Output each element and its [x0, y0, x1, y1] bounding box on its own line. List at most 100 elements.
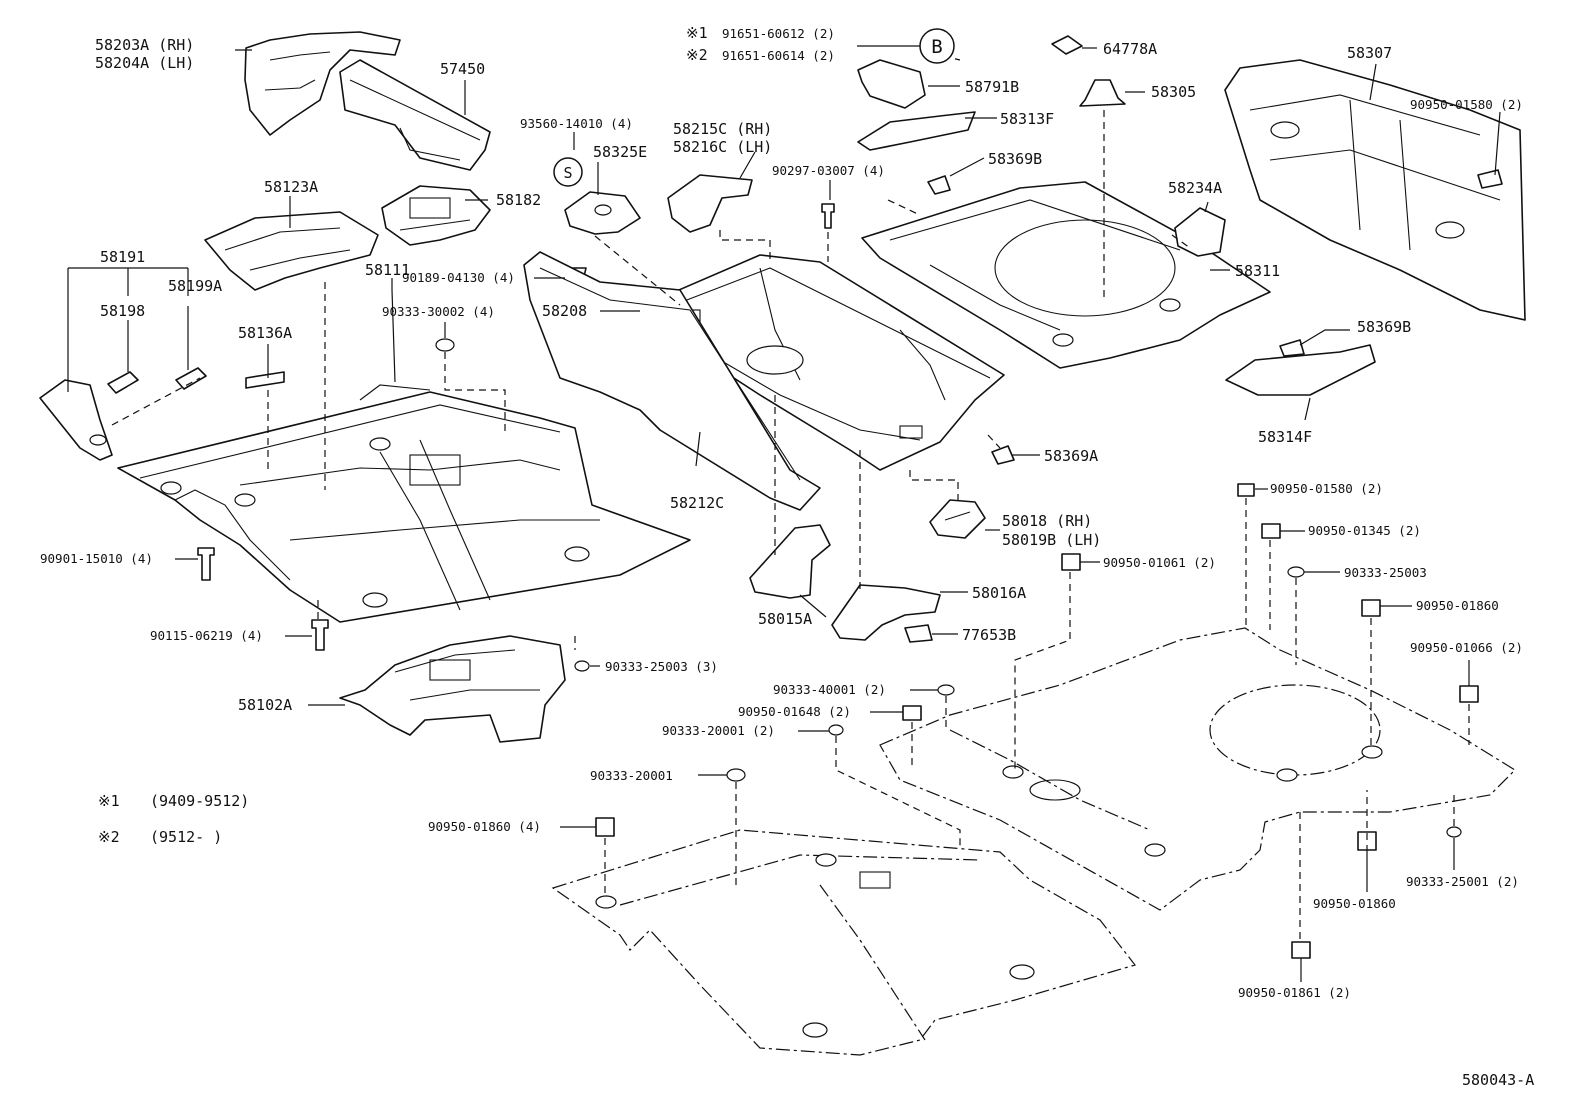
leader-lines — [67, 45, 1501, 982]
part-58102a[interactable] — [339, 635, 566, 743]
grommet-90333-25003-3[interactable] — [574, 660, 590, 672]
label-58018: 58018 (RH) — [1002, 512, 1092, 530]
clip-58369b-lower[interactable] — [1279, 339, 1305, 357]
label-90333-30002: 90333-30002 (4) — [382, 304, 495, 319]
grommet-90333-40001[interactable] — [937, 684, 955, 696]
part-58325e[interactable] — [564, 191, 641, 235]
plug-90950-01580-top[interactable] — [1477, 169, 1503, 189]
grommet-90333-20001[interactable] — [726, 768, 746, 782]
plug-90950-01860-4[interactable] — [595, 817, 615, 837]
part-58212c[interactable] — [523, 251, 821, 511]
label-90333-25003: 90333-25003 — [1344, 565, 1427, 580]
plug-90950-01861[interactable] — [1291, 941, 1311, 959]
note1-mark: ※1 — [686, 24, 708, 42]
label-90333-25001: 90333-25001 (2) — [1406, 874, 1519, 889]
plug-90950-01648[interactable] — [902, 705, 922, 721]
part-58305[interactable] — [1079, 79, 1126, 107]
plug-90950-01061[interactable] — [1061, 553, 1081, 571]
label-58234a: 58234A — [1168, 179, 1222, 197]
plug-90950-01580[interactable] — [1237, 483, 1255, 497]
label-77653b: 77653B — [962, 626, 1016, 644]
bolt-90297-03007[interactable] — [821, 203, 835, 229]
label-58204a: 58204A (LH) — [95, 54, 194, 72]
part-58123a[interactable] — [204, 211, 379, 291]
label-90333-40001: 90333-40001 (2) — [773, 682, 886, 697]
part-58791b[interactable] — [857, 59, 926, 109]
b-mark-label: B — [931, 36, 942, 58]
label-58215c: 58215C (RH) — [673, 120, 772, 138]
rear-floor-58311[interactable] — [861, 181, 1271, 369]
label-58314f: 58314F — [1258, 428, 1312, 446]
label-58369b-upper: 58369B — [988, 150, 1042, 168]
label-58203a: 58203A (RH) — [95, 36, 194, 54]
part-58203a[interactable] — [244, 31, 401, 136]
label-58015a: 58015A — [758, 610, 812, 628]
part-58234a[interactable] — [1174, 207, 1226, 257]
b-mark-circle: B — [919, 28, 955, 64]
part-58136a-clip[interactable] — [245, 371, 285, 389]
part-58191[interactable] — [39, 379, 113, 461]
label-58208: 58208 — [542, 302, 587, 320]
front-floor-pan-58111[interactable] — [117, 384, 691, 623]
label-93560-14010: 93560-14010 (4) — [520, 116, 633, 131]
label-58111: 58111 — [365, 261, 410, 279]
footnote2-mark: ※2 — [98, 828, 120, 846]
plug-90950-01345[interactable] — [1261, 523, 1281, 539]
grommet-90333-30002[interactable] — [435, 338, 455, 352]
label-58019b: 58019B (LH) — [1002, 531, 1101, 549]
label-90333-20001: 90333-20001 — [590, 768, 673, 783]
label-58791b: 58791B — [965, 78, 1019, 96]
clip-77653b[interactable] — [904, 624, 933, 643]
label-90950-01860-right: 90950-01860 — [1416, 598, 1499, 613]
label-90950-01860-bottom: 90950-01860 — [1313, 896, 1396, 911]
label-58313f: 58313F — [1000, 110, 1054, 128]
label-58199a: 58199A — [168, 277, 222, 295]
grommet-90333-25001[interactable] — [1446, 826, 1462, 838]
part-58018[interactable] — [929, 499, 986, 539]
label-64778a: 64778A — [1103, 40, 1157, 58]
bolt-90115-06219[interactable] — [311, 619, 329, 651]
part-58198-pin[interactable] — [107, 371, 139, 394]
plug-90950-01066[interactable] — [1459, 685, 1479, 703]
grommet-90333-20001-2[interactable] — [828, 724, 844, 736]
part-58313f[interactable] — [857, 111, 976, 151]
part-58182[interactable] — [381, 185, 491, 246]
part-58215c[interactable] — [667, 174, 753, 233]
part-58016a[interactable] — [831, 584, 941, 641]
footnote2-text: (9512- ) — [150, 828, 222, 846]
label-90950-01648: 90950-01648 (2) — [738, 704, 851, 719]
front-floor-silencer-pad[interactable] — [551, 829, 1137, 1056]
plug-90950-01860-bottom[interactable] — [1357, 831, 1377, 851]
clip-58369a[interactable] — [991, 445, 1015, 465]
label-90115-06219: 90115-06219 (4) — [150, 628, 263, 643]
label-90950-01580-top: 90950-01580 (2) — [1410, 97, 1523, 112]
part-58199a-pin[interactable] — [175, 367, 207, 390]
part-58015a[interactable] — [749, 524, 831, 599]
rear-panel-58307[interactable] — [1224, 59, 1526, 321]
label-58216c: 58216C (LH) — [673, 138, 772, 156]
label-58182: 58182 — [496, 191, 541, 209]
label-58123a: 58123A — [264, 178, 318, 196]
grommet-90333-25003[interactable] — [1287, 566, 1305, 578]
label-58305: 58305 — [1151, 83, 1196, 101]
label-58311: 58311 — [1235, 262, 1280, 280]
s-mark-circle: S — [553, 157, 583, 187]
label-90950-01345: 90950-01345 (2) — [1308, 523, 1421, 538]
label-58016a: 58016A — [972, 584, 1026, 602]
label-90297-03007: 90297-03007 (4) — [772, 163, 885, 178]
label-58369a: 58369A — [1044, 447, 1098, 465]
footnote1-mark: ※1 — [98, 792, 120, 810]
clip-58369b-upper[interactable] — [927, 175, 951, 195]
plug-90950-01860-right[interactable] — [1361, 599, 1381, 617]
label-90950-01061: 90950-01061 (2) — [1103, 555, 1216, 570]
part-57450[interactable] — [339, 59, 491, 171]
rear-floor-silencer-pad[interactable] — [879, 627, 1516, 911]
part-58314f[interactable] — [1225, 344, 1376, 396]
label-90333-25003-3: 90333-25003 (3) — [605, 659, 718, 674]
part-64778a[interactable] — [1051, 35, 1083, 55]
bolt-90901-15010[interactable] — [197, 547, 215, 581]
label-90950-01861: 90950-01861 (2) — [1238, 985, 1351, 1000]
figure-code: 580043-A — [1462, 1071, 1534, 1089]
s-mark-label: S — [563, 164, 572, 182]
